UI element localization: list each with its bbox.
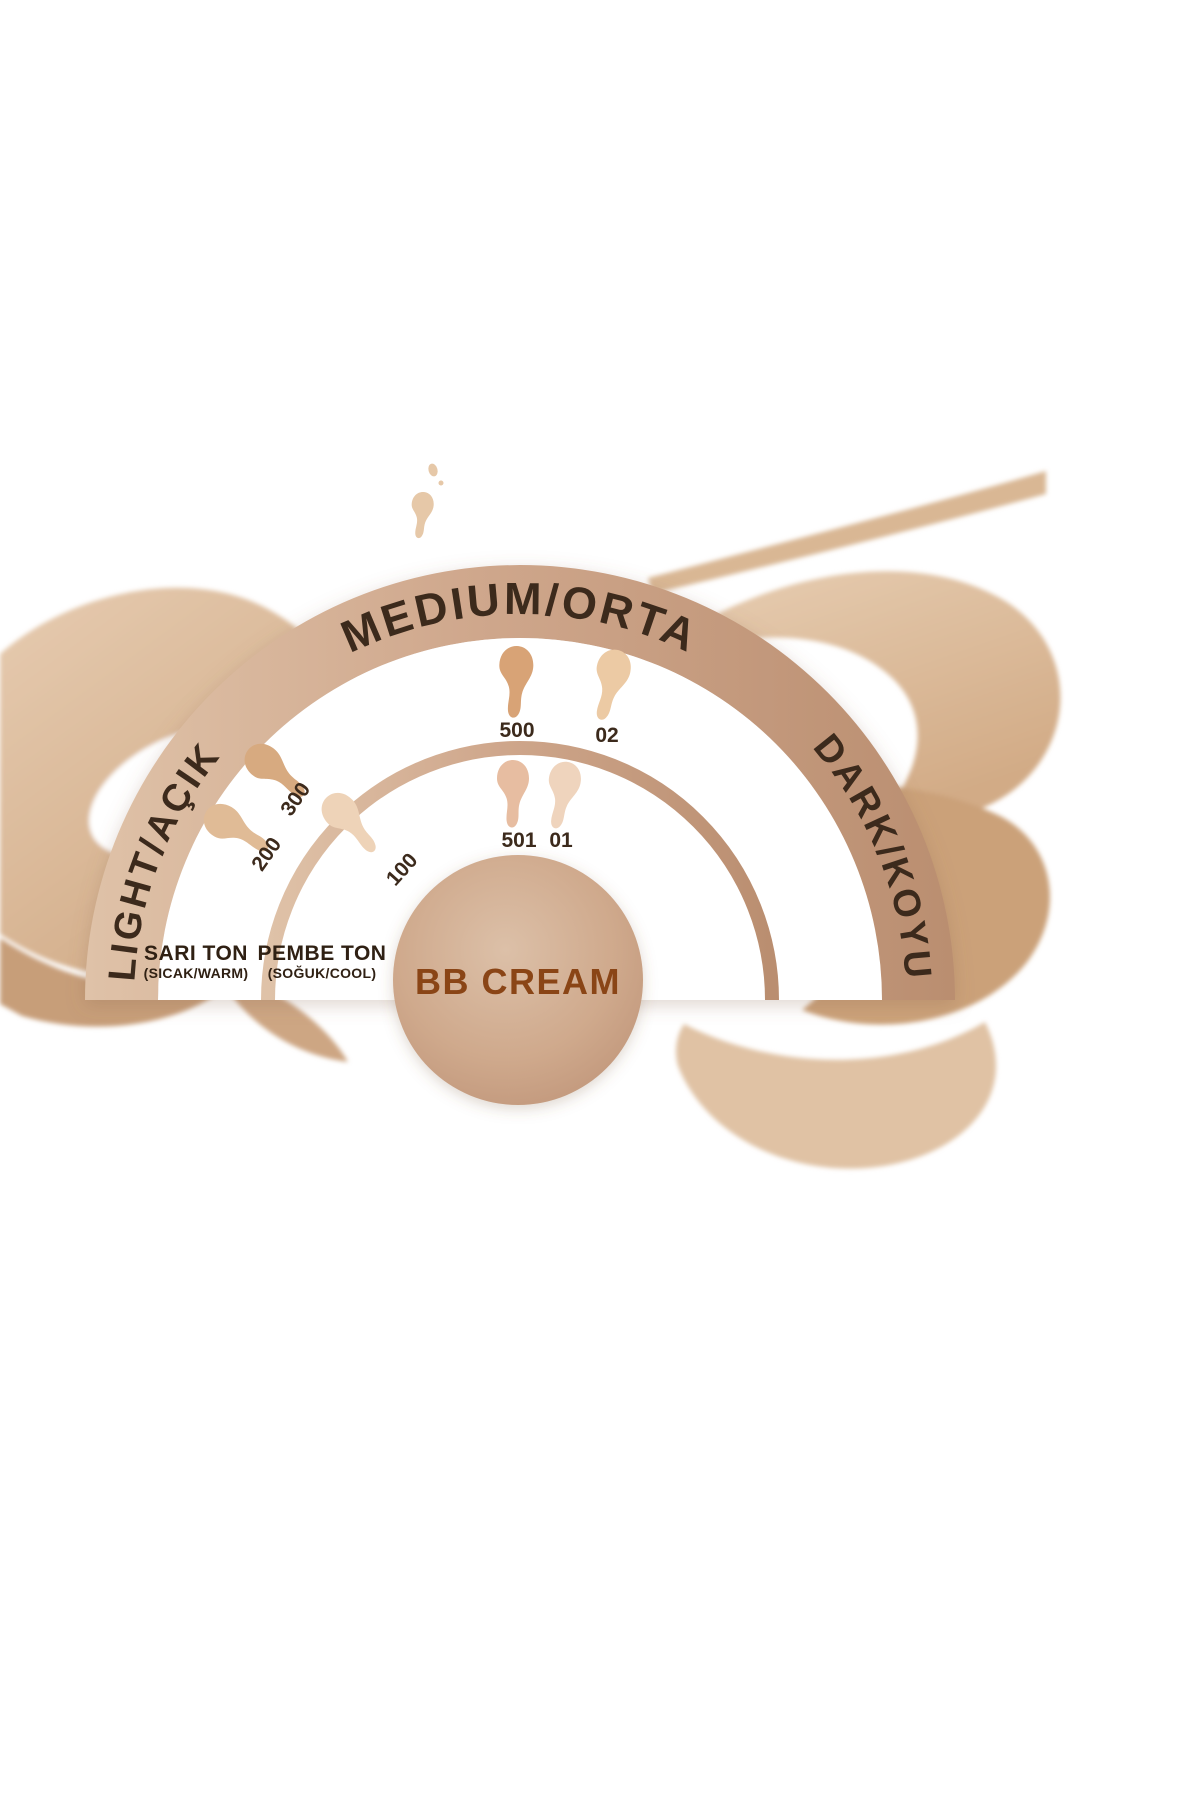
tone-label-sari: SARI TON	[144, 942, 248, 965]
center-label: BB CREAM	[415, 961, 621, 1002]
center-circle-group: BB CREAM	[393, 855, 643, 1105]
splash-drip	[408, 490, 435, 540]
fan-inner-white	[158, 638, 882, 1000]
tone-labels: SARI TON (SICAK/WARM) PEMBE TON (SOĞUK/C…	[144, 942, 387, 981]
shade-label-500: 500	[499, 719, 534, 742]
tone-label-pembe: PEMBE TON	[258, 942, 387, 965]
smear-left-shadow	[0, 938, 238, 1027]
splash-dot-small	[438, 480, 444, 486]
shade-label-02: 02	[595, 724, 618, 747]
smear-right-lower	[676, 1022, 997, 1169]
fan-outer-band	[85, 565, 955, 1000]
fan-thin-arc	[261, 741, 779, 1001]
smear-right-streak	[648, 471, 1046, 594]
fan	[85, 565, 955, 1001]
shade-label-01: 01	[549, 829, 573, 852]
splash-dot	[428, 463, 438, 477]
shade-label-501: 501	[501, 829, 536, 852]
splash	[408, 463, 444, 540]
tone-sublabel-pembe: (SOĞUK/COOL)	[268, 964, 377, 981]
tone-sublabel-sari: (SICAK/WARM)	[144, 965, 249, 981]
center-circle	[393, 855, 643, 1105]
